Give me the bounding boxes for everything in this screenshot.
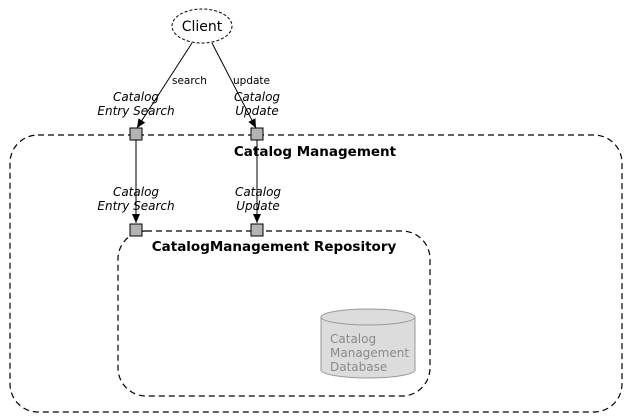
outer-search-port-label-line2: Entry Search	[97, 104, 174, 118]
outer-update-port-label-line2: Update	[235, 104, 278, 118]
client-label: Client	[182, 19, 223, 35]
inner-search-port-label-line1: Catalog	[113, 185, 159, 199]
search-edge-label: search	[172, 75, 207, 87]
inner-search-port-label-line2: Entry Search	[97, 199, 174, 213]
inner-update-port	[250, 223, 264, 237]
database-label-line3: Database	[330, 360, 387, 374]
repository-container	[117, 230, 431, 397]
repository-title: CatalogManagement Repository	[152, 239, 397, 255]
database-label-line2: Management	[330, 346, 409, 360]
client-node	[171, 8, 233, 44]
update-edge	[211, 42, 257, 129]
database-icon	[320, 308, 416, 379]
inner-update-port-label-line2: Update	[236, 199, 279, 213]
outer-search-port	[129, 127, 143, 141]
search-edge	[136, 42, 193, 129]
outer-update-port-label-line1: Catalog	[234, 90, 280, 104]
database-label-line1: Catalog	[330, 332, 376, 346]
update-edge-label: update	[233, 75, 270, 87]
catalog-management-title: Catalog Management	[234, 144, 397, 160]
outer-update-port	[250, 127, 264, 141]
outer-search-port-label-line1: Catalog	[113, 90, 159, 104]
inner-search-port	[129, 223, 143, 237]
inner-update-port-label-line1: Catalog	[235, 185, 281, 199]
catalog-management-container	[9, 134, 623, 413]
